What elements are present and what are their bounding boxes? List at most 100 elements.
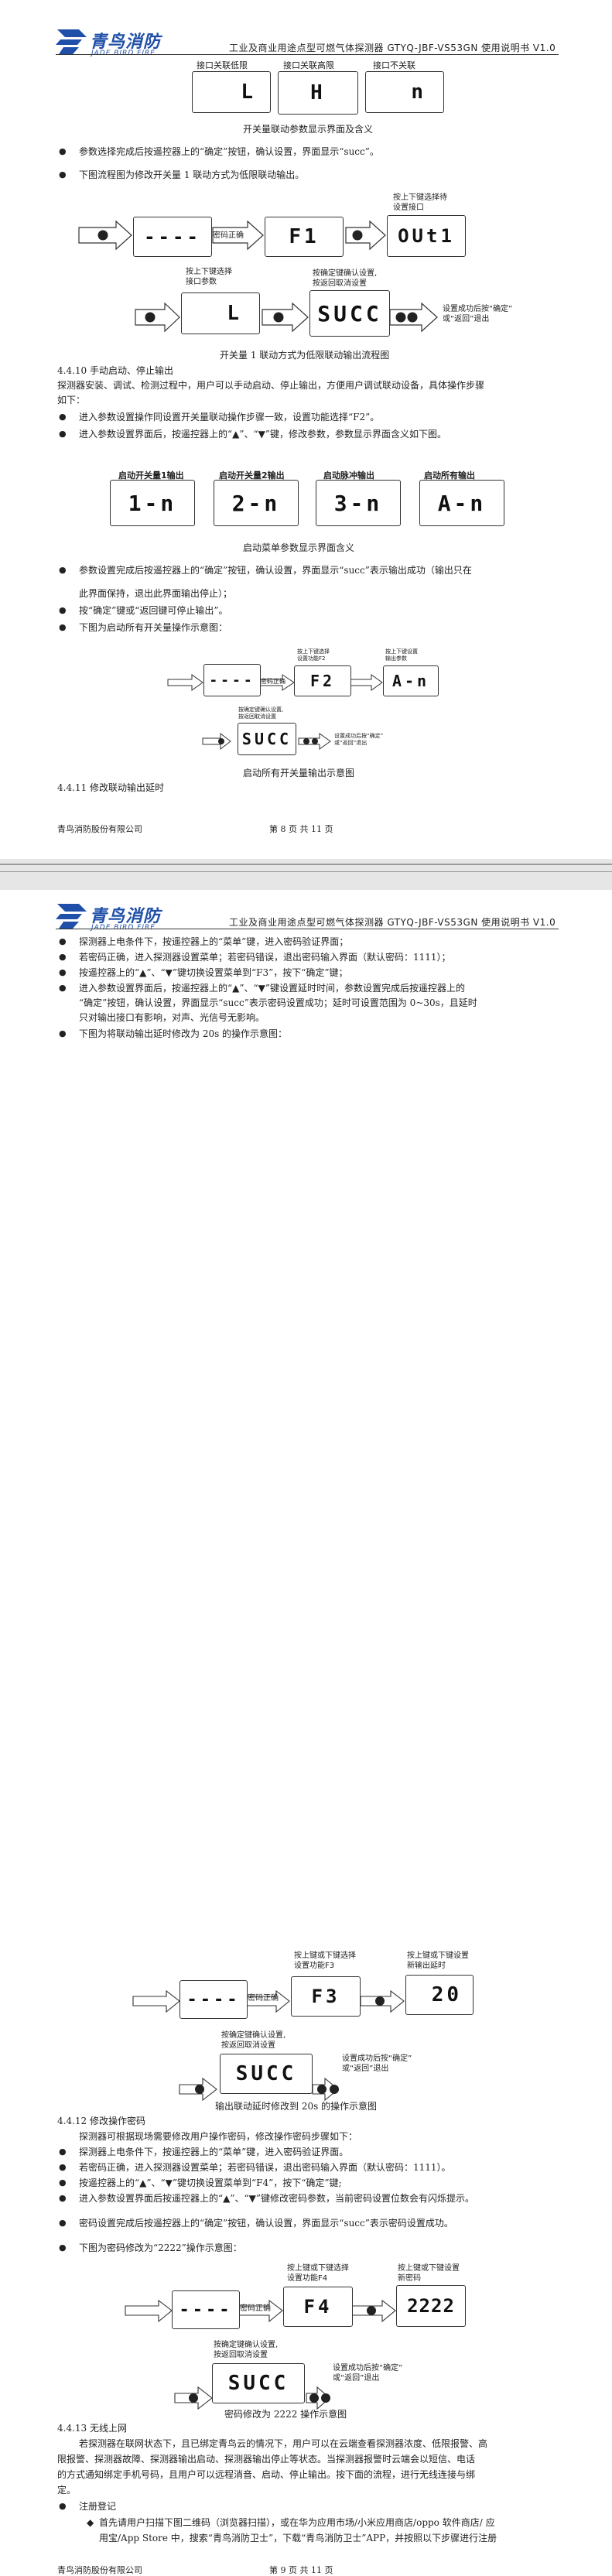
section-heading: 4.4.13 无线上网 xyxy=(57,2423,127,2434)
bullet-text: 若密码正确，进入探测器设置菜单；若密码错误，退出密码输入界面（默认密码：1111… xyxy=(59,2161,451,2174)
lcd-password: ---- xyxy=(133,217,212,257)
figure-caption: 输出联动延时修改到 20s 的操作示意图 xyxy=(215,2101,378,2112)
flow-note: 按返回取消设置 xyxy=(221,2041,275,2050)
flow-note: 输出参数 xyxy=(385,655,407,662)
flow-note: 设置成功后按“确定” xyxy=(333,2364,403,2372)
lcd-pulse: 3-n xyxy=(316,480,401,526)
bullet-text: 探测器上电条件下，按遥控器上的“菜单”键，进入密码验证界面； xyxy=(59,936,348,948)
lcd-label-pulse: 启动脉冲输出 xyxy=(323,470,374,481)
lcd-label-none: 接口不关联 xyxy=(373,60,415,70)
doc-title: 工业及商业用途点型可燃气体探测器 GTYQ-JBF-VS53GN 使用说明书 V… xyxy=(229,917,556,928)
flow-note: 按上键或下键选择 xyxy=(287,2264,349,2273)
lcd-display-high: H xyxy=(278,71,358,115)
flow-note: 设置成功后按“确定” xyxy=(342,2054,412,2063)
bullet-text: 密码设置完成后按遥控器上的“确定”按钮，确认设置，界面显示“succ”表示密码设… xyxy=(59,2217,453,2229)
flow-arrows-4 xyxy=(125,2299,396,2410)
lcd-success: SUCC xyxy=(212,2363,305,2403)
bird-logo-icon xyxy=(56,904,87,929)
bullet-continuation: 只对输出接口有影响，对声、光信号无影响。 xyxy=(79,1012,265,1023)
bullet-text: 注册登记 xyxy=(59,2500,116,2513)
lcd-interface: OUt1 xyxy=(387,215,466,257)
bullet-text: 下图为启动所有开关量操作示意图： xyxy=(59,621,227,634)
section-heading: 4.4.11 修改联动输出延时 xyxy=(57,782,164,793)
figure-caption: 启动所有开关量输出示意图 xyxy=(243,768,355,778)
paragraph: 探测器安装、调试、检测过程中，用户可以手动启动、停止输出，方便用户调试联动设备，… xyxy=(57,380,485,391)
flow-note: 设置功能F4 xyxy=(287,2274,328,2283)
flow-note: 或“返回”退出 xyxy=(333,2374,380,2383)
flow-note: 或“返回”退出 xyxy=(443,315,490,323)
bullet-continuation: “确定”按钮，确认设置，界面显示“succ”表示密码设置成功；延时可设置范围为 … xyxy=(79,997,477,1008)
flow-note: 按确定键确认设置, xyxy=(214,2341,279,2349)
bullet-text: 进入参数设置界面后，按遥控器上的“▲”、“▼”键设置延时时间，参数设置完成后按遥… xyxy=(59,982,465,994)
lcd-function: F1 xyxy=(265,217,344,257)
lcd-output: A-n xyxy=(383,665,439,696)
flow-note: 或“返回”退出 xyxy=(342,2065,389,2073)
flow-arrows-2 xyxy=(167,674,383,751)
flow-note: 按返回取消设置 xyxy=(238,713,276,720)
page-9: 青鸟消防 JADE BIRD FIRE 工业及商业用途点型可燃气体探测器 GTY… xyxy=(0,890,612,2575)
lcd-success: SUCC xyxy=(309,290,390,337)
flow-note: 设置功能F3 xyxy=(294,1962,335,1970)
password-ok-label: 密码正确 xyxy=(240,2304,271,2313)
paragraph: 用宝/App Store 中，搜索“青鸟消防卫士”，下载“青鸟消防卫士”APP，… xyxy=(99,2533,497,2544)
lcd-label-all: 启动所有输出 xyxy=(424,470,475,481)
paragraph: 首先请用户扫描下图二维码（浏览器扫描），或在华为应用市场/小米应用商店/oppo… xyxy=(99,2517,495,2528)
lcd-password: ---- xyxy=(172,2290,240,2329)
lcd-label-start1: 启动开关量1输出 xyxy=(118,470,184,481)
figure-caption: 开关量联动参数显示界面及含义 xyxy=(243,124,374,135)
flow-note: 按返回取消设置 xyxy=(313,279,367,288)
paragraph: 定。 xyxy=(57,2485,77,2496)
bullet-text: 参数设置完成后按遥控器上的“确定”按钮，确认设置，界面显示“succ”表示输出成… xyxy=(59,564,472,576)
diamond-bullet-icon: ◆ xyxy=(87,2517,94,2528)
lcd-delay: 20 xyxy=(405,1975,474,2015)
flow-note: 按上键或下键设置 xyxy=(398,2264,460,2273)
paragraph: 如下： xyxy=(57,395,86,405)
brand-name: 青鸟消防 xyxy=(90,32,162,52)
paragraph: 探测器可根据现场需要修改用户操作密码，修改操作密码步骤如下： xyxy=(79,2131,358,2142)
flow-note: 或“返回”退出 xyxy=(334,740,368,746)
password-ok-label: 密码正确 xyxy=(261,678,285,685)
flow-note: 按上键或下键选择 xyxy=(294,1952,356,1960)
flow-note: 按上键或下键设置 xyxy=(407,1952,469,1960)
bullet-text: 下图流程图为修改开关量 1 联动方式为低限联动输出。 xyxy=(59,169,304,181)
flow-note: 按确定键确认设置, xyxy=(313,269,378,278)
section-heading: 4.4.12 修改操作密码 xyxy=(57,2116,145,2126)
flow-note: 按上下键选择 xyxy=(297,648,330,655)
lcd-function: F3 xyxy=(291,1976,361,2017)
bullet-text: 进入参数设置操作同设置开关量联动操作步骤一致，设置功能选择“F2”。 xyxy=(59,411,379,423)
flow-note: 按确定键确认设置, xyxy=(221,2031,286,2040)
footer-company: 青鸟消防股份有限公司 xyxy=(57,2565,142,2575)
paragraph: 限报警、探测器故障、探测器输出启动、探测器输出停止等状态。当探测器报警时云端会以… xyxy=(57,2454,476,2465)
bullet-text: 按遥控器上的“▲”、“▼”键切换设置菜单到“F3”，按下“确定”键； xyxy=(59,966,347,979)
flow-note: 按上下键设置 xyxy=(385,648,418,655)
lcd-function: F2 xyxy=(294,665,351,696)
flow-note: 设置成功后按“确定” xyxy=(443,305,513,313)
flow-note: 设置接口 xyxy=(393,204,424,212)
flow-note: 按返回取消设置 xyxy=(214,2351,268,2359)
brand-english: JADE BIRD FIRE xyxy=(91,50,156,57)
lcd-function: F4 xyxy=(283,2287,353,2327)
lcd-label-low: 接口关联低限 xyxy=(197,60,248,70)
footer-page-number: 第 9 页 共 11 页 xyxy=(269,2565,333,2575)
bullet-text: 下图为密码修改为“2222”操作示意图： xyxy=(59,2242,242,2254)
page-gap xyxy=(0,859,612,890)
header-rule xyxy=(56,54,559,55)
lcd-password: ---- xyxy=(203,664,261,696)
lcd-label-high: 接口关联高限 xyxy=(283,60,334,70)
bullet-text: 按“确定”键或“返回键可停止输出”。 xyxy=(59,604,227,617)
brand-english: JADE BIRD FIRE xyxy=(91,924,156,932)
flow-arrows-1 xyxy=(78,220,438,333)
lcd-start1: 1-n xyxy=(110,480,195,526)
lcd-all: A-n xyxy=(419,480,504,526)
figure-caption: 开关量 1 联动方式为低限联动输出流程图 xyxy=(220,350,390,361)
bullet-text: 参数选择完成后按遥控器上的“确定”按钮，确认设置，界面显示“succ”。 xyxy=(59,145,379,158)
bullet-text: 探测器上电条件下，按遥控器上的“菜单”键，进入密码验证界面。 xyxy=(59,2146,348,2158)
flow-note: 按确定键确认设置, xyxy=(238,706,284,713)
figure-caption: 密码修改为 2222 操作示意图 xyxy=(224,2409,347,2420)
flow-note: 设置成功后按“确定” xyxy=(334,733,384,739)
flow-note: 设置功能F2 xyxy=(297,655,326,662)
bird-logo-icon xyxy=(56,29,87,54)
lcd-new-password: 2222 xyxy=(396,2285,466,2327)
brand-name: 青鸟消防 xyxy=(90,907,162,926)
bullet-text: 进入参数设置界面后按遥控器上的“▲”、“▼”键修改密码参数，当前密码设置位数会有… xyxy=(59,2192,474,2205)
